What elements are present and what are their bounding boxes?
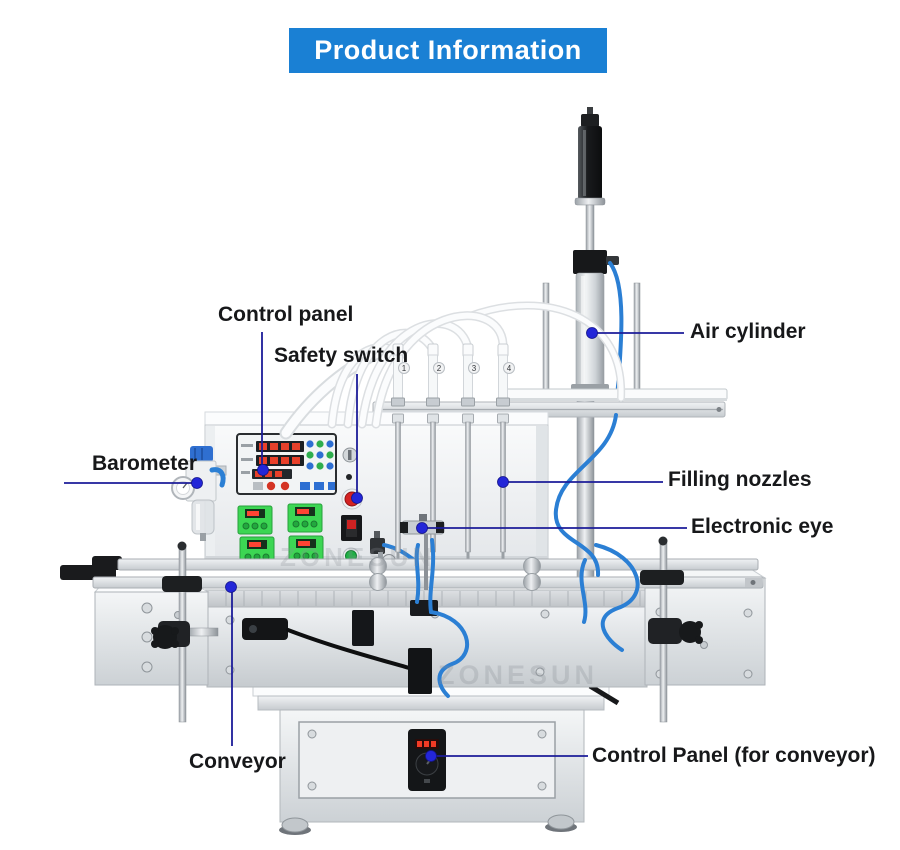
svg-text:1: 1	[402, 364, 407, 373]
conveyor-graphic	[60, 536, 767, 723]
leader-dot-conveyor	[225, 581, 237, 593]
rail-adjuster-right	[640, 536, 703, 723]
svg-text:ZONESUN: ZONESUN	[280, 542, 435, 572]
leader-dot-filling-nozzles	[497, 476, 509, 488]
indicator-dot	[346, 474, 352, 480]
leader-dot-control-panel	[257, 464, 269, 476]
filling-nozzles-graphic: 1 2 3	[391, 343, 515, 559]
svg-text:2: 2	[437, 364, 442, 373]
page-title-banner: Product Information	[289, 28, 607, 73]
air-cylinder-graphic	[542, 107, 641, 396]
guide-rod-right	[633, 282, 641, 396]
keypad-buttons	[253, 440, 335, 491]
page-title: Product Information	[314, 35, 582, 65]
guide-rollers	[369, 557, 541, 591]
leader-dot-air-cylinder	[586, 327, 598, 339]
clamp-block	[352, 610, 374, 646]
label-air-cylinder: Air cylinder	[690, 320, 806, 343]
mount-bracket	[408, 648, 432, 694]
annotation-dots	[191, 327, 598, 762]
piston-rod	[585, 204, 595, 252]
label-filling-nozzles: Filling nozzles	[668, 468, 812, 491]
label-conveyor: Conveyor	[189, 750, 286, 773]
leader-dot-conveyor-control-panel	[425, 750, 437, 762]
filling-nozzle: 3	[461, 343, 480, 559]
svg-text:3: 3	[472, 364, 477, 373]
label-electronic-eye: Electronic eye	[691, 515, 834, 538]
svg-text:ZONESUN: ZONESUN	[438, 660, 598, 690]
guide-rod-left	[542, 282, 550, 396]
photo-sensor	[242, 618, 418, 672]
label-conveyor-control-panel: Control Panel (for conveyor)	[592, 744, 876, 767]
leader-dot-barometer	[191, 477, 203, 489]
feed-tubes	[279, 301, 626, 440]
label-safety-switch: Safety switch	[274, 344, 409, 367]
timer-modules	[237, 503, 324, 566]
label-control-panel: Control panel	[218, 303, 354, 326]
filter-bowl	[191, 499, 215, 535]
filling-nozzle: 2	[426, 343, 445, 559]
watermark: ZONESUN ZONESUN	[280, 542, 598, 690]
annotation-lines	[64, 332, 687, 757]
rail-end-cap	[60, 565, 116, 580]
filling-nozzle: 1	[391, 343, 410, 559]
machine-stand	[252, 683, 620, 835]
leader-dot-electronic-eye	[416, 522, 428, 534]
svg-text:4: 4	[507, 364, 512, 373]
rail-adjuster-left	[151, 541, 219, 723]
leader-dot-safety-switch	[351, 492, 363, 504]
power-switch	[341, 515, 362, 541]
pneumatic-tubes	[414, 413, 640, 698]
label-barometer: Barometer	[92, 452, 198, 475]
control-panel-graphic	[236, 433, 337, 495]
